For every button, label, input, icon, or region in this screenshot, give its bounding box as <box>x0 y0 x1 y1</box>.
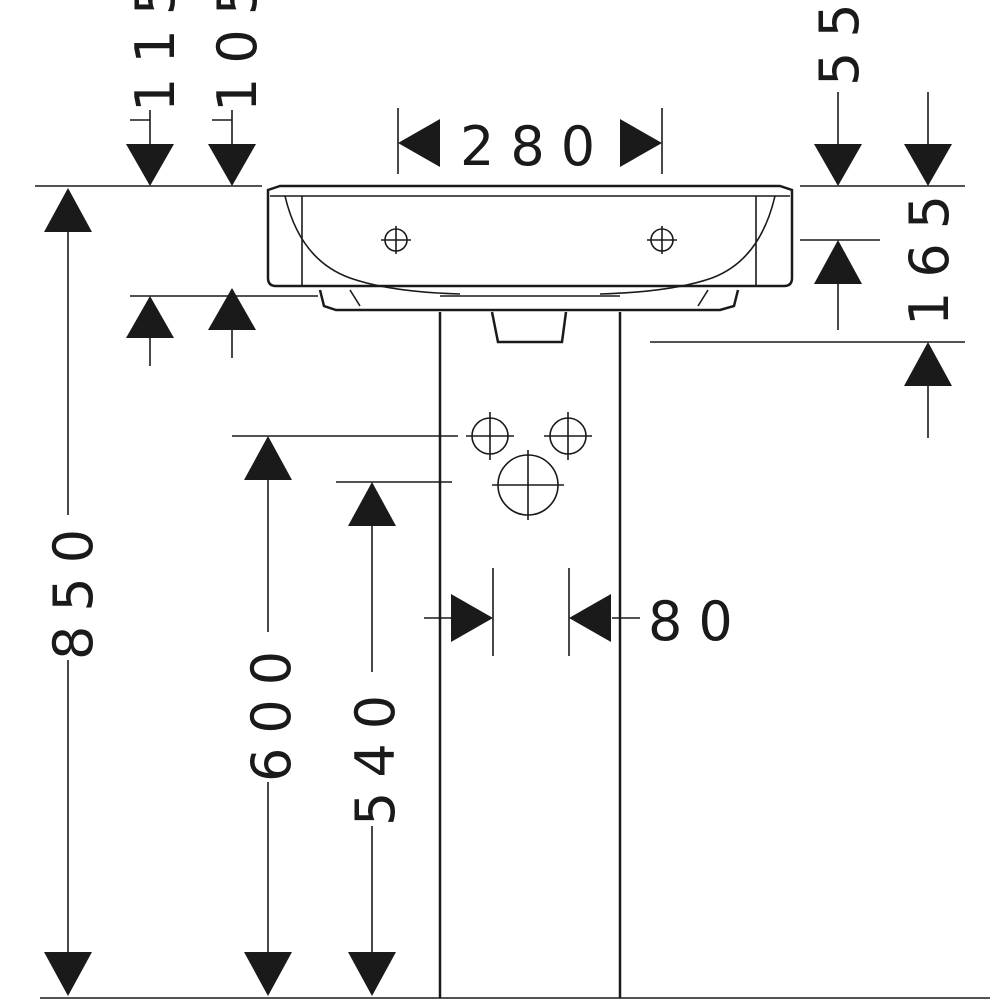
dimension-80: 80 <box>424 590 749 653</box>
dimension-540-label: 540 <box>344 681 407 826</box>
dimension-55: 55 <box>808 0 871 330</box>
dimension-115-label: 115 <box>124 0 187 112</box>
dimension-165: 165 <box>898 92 961 438</box>
dimension-80-label: 80 <box>648 590 749 653</box>
dimension-600-label: 600 <box>240 637 303 782</box>
dimension-540: 540 <box>344 482 407 996</box>
dimension-105: 105 <box>206 0 269 358</box>
dimension-165-label: 165 <box>898 181 961 326</box>
supply-connection-right-icon <box>544 412 592 460</box>
dimension-850: 850 <box>42 188 105 996</box>
waste-connection-icon <box>492 450 564 520</box>
washbasin <box>266 184 794 344</box>
dimension-280: 280 <box>398 115 662 178</box>
dimension-105-label: 105 <box>206 0 269 112</box>
tap-hole-left-icon <box>381 226 411 254</box>
supply-connection-left-icon <box>466 412 514 460</box>
dimension-280-label: 280 <box>460 115 611 178</box>
dimension-55-label: 55 <box>808 0 871 86</box>
pedestal <box>438 312 622 998</box>
dimension-600: 600 <box>240 436 303 996</box>
dimension-115: 115 <box>124 0 187 366</box>
dimension-850-label: 850 <box>42 515 105 660</box>
extension-lines <box>35 108 990 999</box>
tap-hole-right-icon <box>647 226 677 254</box>
